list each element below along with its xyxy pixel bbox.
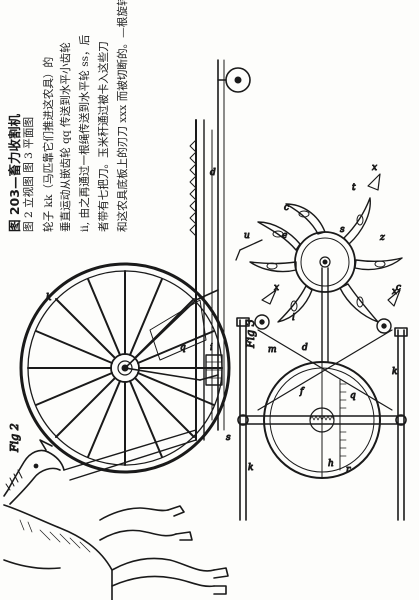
cross-braces xyxy=(257,329,393,411)
label-k-fig2: k xyxy=(46,293,51,303)
fig2-label: Fig 2 xyxy=(8,423,21,453)
side-rollers xyxy=(254,314,392,334)
label-r-fig3: r xyxy=(346,465,351,475)
label-q-fig3: q xyxy=(350,391,356,401)
fig3-plan-view: Fig 3 k k d m f h q r c c e t x x x u s … xyxy=(235,163,408,521)
cutting-wheel-s xyxy=(249,197,403,323)
knife-blades xyxy=(249,197,403,323)
label-c-fig3-right: c xyxy=(396,283,401,293)
harness-shafts xyxy=(63,429,197,481)
label-x-fig3-top: x xyxy=(372,163,377,173)
blade-bar xyxy=(189,139,197,237)
label-q-fig2: q xyxy=(180,343,186,353)
label-s-fig3: s xyxy=(340,225,345,235)
sweep-arm-u xyxy=(235,239,263,261)
horse xyxy=(3,439,229,600)
label-i-fig2: i xyxy=(210,343,213,353)
label-f-fig3: f xyxy=(299,387,305,397)
label-t-fig3: t xyxy=(352,183,356,193)
fixed-cutters-x xyxy=(261,173,401,307)
label-d-fig3: d xyxy=(302,343,308,353)
blade-knobs xyxy=(266,210,386,312)
label-z-fig3: z xyxy=(379,233,385,243)
label-d-fig2: d xyxy=(210,168,216,178)
label-x-fig3-left: x xyxy=(274,283,279,293)
label-c-fig3-top: c xyxy=(284,203,289,213)
label-e-fig3: e xyxy=(282,231,287,241)
draw-pole xyxy=(195,59,225,441)
pole-head-roller xyxy=(217,67,251,93)
label-x-fig3-right: x xyxy=(392,287,397,297)
label-m-fig3: m xyxy=(268,345,277,355)
gear-housing xyxy=(205,354,223,386)
plan-wheel-k xyxy=(263,361,381,479)
label-i-fig3: i xyxy=(292,313,295,323)
label-s-fig2: s xyxy=(226,433,231,443)
label-k-fig3-left: k xyxy=(248,463,253,473)
label-k-fig3-right: k xyxy=(392,367,397,377)
fig2-elevation-view: k q i d s Fig 2 xyxy=(3,59,251,600)
label-u-fig3: u xyxy=(244,231,250,241)
frame-braces xyxy=(124,289,219,381)
label-h-fig3: h xyxy=(328,459,334,469)
fig3-label: Fig 3 xyxy=(244,319,257,349)
drive-shaft xyxy=(321,267,329,363)
